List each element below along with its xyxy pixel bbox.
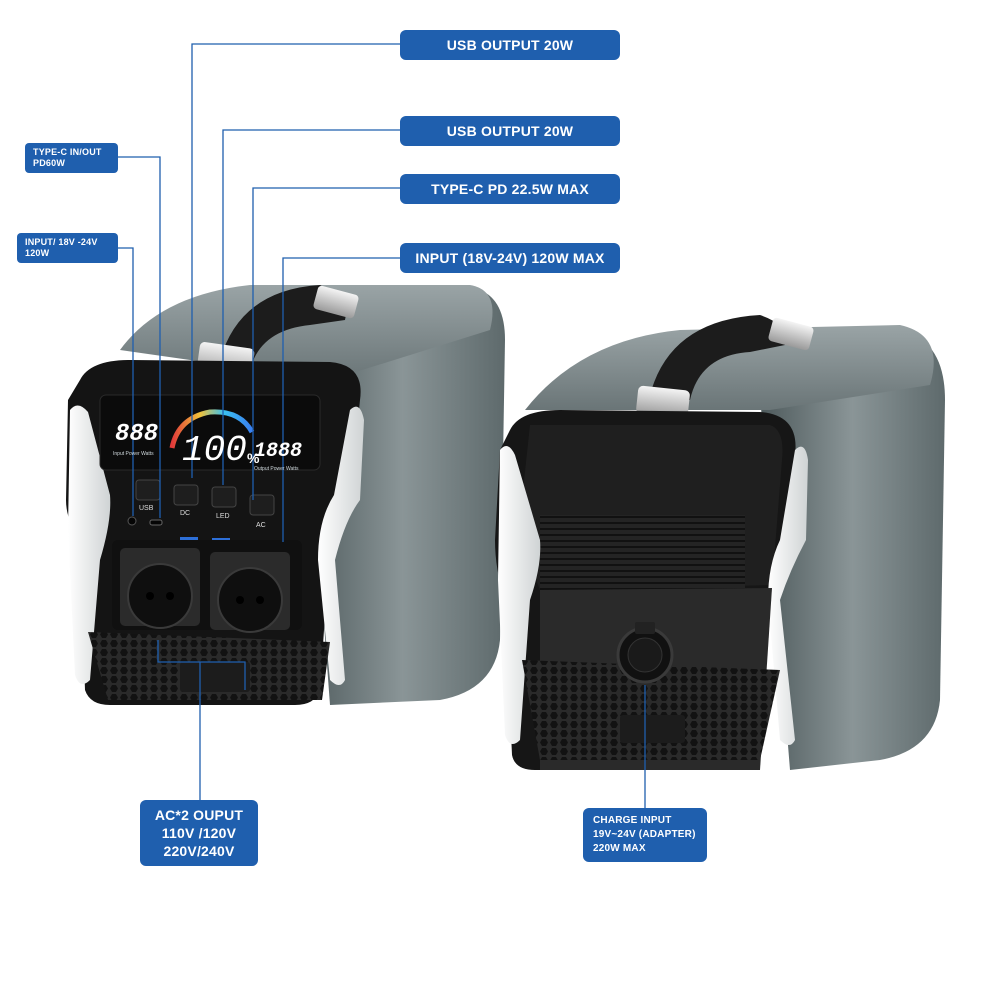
- callout-input-left: INPUT/ 18V -24V 120W: [17, 233, 118, 263]
- lcd-center-unit: %: [247, 450, 260, 466]
- callout-type-c-inout: TYPE-C IN/OUT PD60W: [25, 143, 118, 173]
- callout-charge-input: CHARGE INPUT 19V~24V (ADAPTER) 220W MAX: [583, 808, 707, 862]
- input-port: [127, 516, 137, 526]
- back-handle-clip-left: [636, 385, 690, 419]
- usb-button-label: USB: [139, 505, 154, 512]
- front-handle-clip-right: [313, 285, 359, 319]
- front-side-panel-right: [318, 406, 364, 685]
- ac-button-label: AC: [256, 522, 266, 529]
- callout-usb-output-2: USB OUTPUT 20W: [400, 116, 620, 146]
- front-side-panel-left: [68, 405, 111, 684]
- callout-type-c-pd: TYPE-C PD 22.5W MAX: [400, 174, 620, 204]
- ac-socket-1: [127, 563, 193, 629]
- lcd-right-caption: Output Power Watts: [254, 466, 299, 472]
- ac-button: [249, 494, 275, 516]
- lcd-arc-bar: [169, 409, 255, 449]
- back-unit: [495, 315, 945, 770]
- led-button-label: LED: [216, 513, 230, 520]
- back-unit-top: [525, 325, 934, 410]
- leader-type-c-pd: [252, 187, 400, 500]
- front-label-plate: [180, 662, 250, 692]
- back-unit-side: [760, 330, 945, 770]
- back-side-panel-left: [498, 446, 541, 744]
- leader-usb-output-2: [222, 129, 400, 485]
- leader-input-left: [118, 247, 134, 516]
- lcd-screen: [99, 394, 321, 471]
- back-label-plate: [620, 715, 685, 743]
- dc-button-label: DC: [180, 510, 190, 517]
- dc-button: [173, 484, 199, 506]
- callout-usb-output-top: USB OUTPUT 20W: [400, 30, 620, 60]
- lcd-left-value: 888: [115, 421, 158, 448]
- leader-lines: [118, 43, 646, 808]
- lcd-center-value: 100: [182, 430, 247, 471]
- led-button: [211, 486, 237, 508]
- lcd-right-value: 1888: [254, 440, 302, 463]
- type-c-port: [149, 519, 163, 526]
- ac-socket-2: [217, 567, 283, 633]
- lcd-left-caption: Input Power Watts: [113, 451, 154, 457]
- leader-type-c-inout: [118, 156, 161, 518]
- callout-input-right: INPUT (18V-24V) 120W MAX: [400, 243, 620, 273]
- back-grille: [522, 660, 780, 760]
- front-unit: [66, 285, 505, 705]
- back-handle: [650, 315, 786, 400]
- leader-usb-output-top: [191, 43, 400, 478]
- back-handle-clip-right: [768, 317, 814, 351]
- leader-ac-output: [157, 640, 246, 690]
- leader-input-right: [282, 257, 400, 542]
- usb-button: [135, 479, 161, 501]
- back-vent: [540, 515, 745, 590]
- callout-ac-output: AC*2 OUPUT 110V /120V 220V/240V: [140, 800, 258, 866]
